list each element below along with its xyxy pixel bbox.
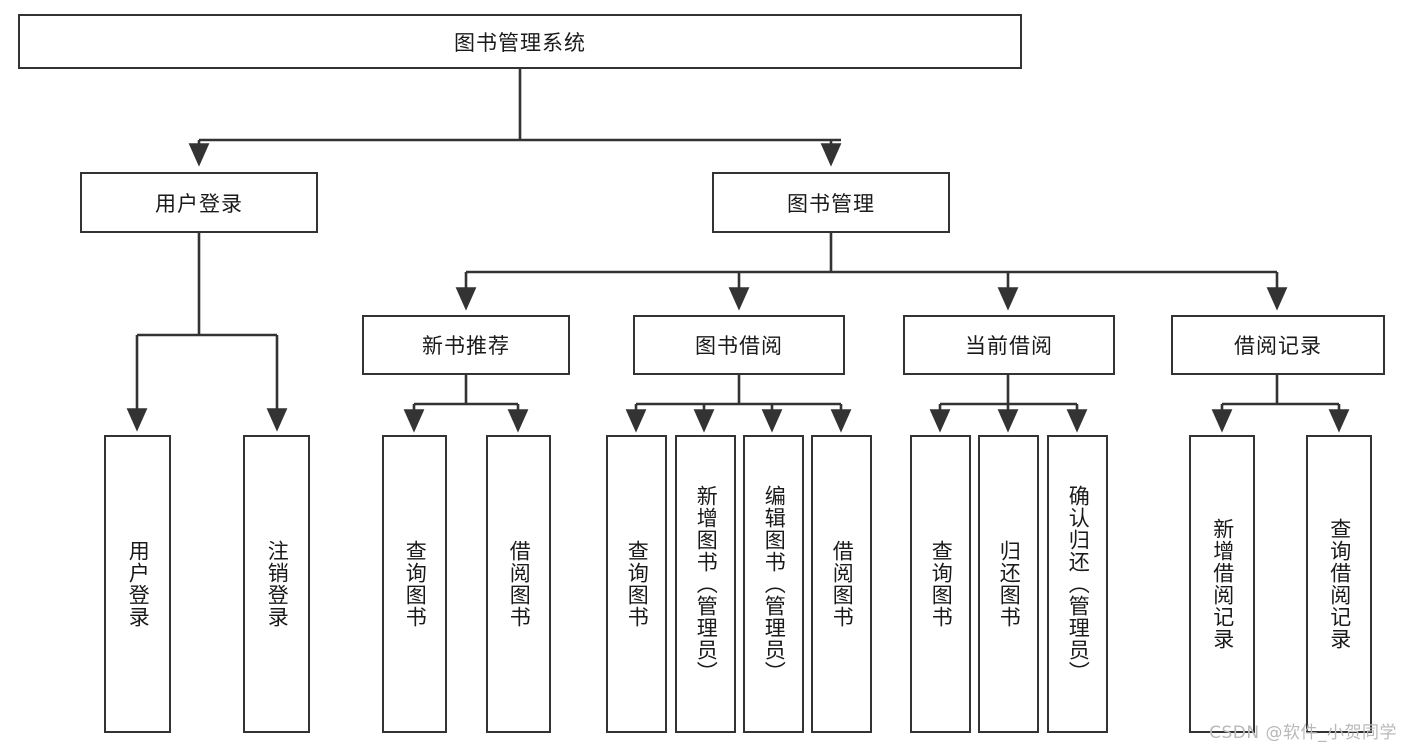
node-leaf-borrow-book-2[interactable]: 借阅图书 bbox=[811, 435, 872, 733]
node-leaf-add-record-label: 新增借阅记录 bbox=[1210, 518, 1235, 650]
node-root-label: 图书管理系统 bbox=[454, 30, 586, 55]
node-leaf-borrow-book-2-label: 借阅图书 bbox=[830, 540, 855, 628]
node-borrow-record[interactable]: 借阅记录 bbox=[1171, 315, 1385, 375]
node-book-manage-label: 图书管理 bbox=[787, 191, 875, 216]
node-leaf-logout[interactable]: 注销登录 bbox=[243, 435, 310, 733]
node-book-borrow[interactable]: 图书借阅 bbox=[633, 315, 845, 375]
node-leaf-edit-book-label: 编辑图书（管理员） bbox=[762, 485, 787, 683]
node-leaf-return-book-label: 归还图书 bbox=[997, 540, 1022, 628]
node-leaf-return-book[interactable]: 归还图书 bbox=[978, 435, 1039, 733]
node-leaf-add-book[interactable]: 新增图书（管理员） bbox=[675, 435, 736, 733]
node-borrow-record-label: 借阅记录 bbox=[1234, 334, 1322, 358]
node-leaf-borrow-book-1[interactable]: 借阅图书 bbox=[486, 435, 551, 733]
node-leaf-user-login-label: 用户登录 bbox=[126, 540, 151, 628]
node-leaf-query-book-2-label: 查询图书 bbox=[625, 540, 650, 628]
node-leaf-add-record[interactable]: 新增借阅记录 bbox=[1189, 435, 1255, 733]
csdn-watermark: CSDN @软件_小贺同学 bbox=[1209, 723, 1397, 743]
node-root[interactable]: 图书管理系统 bbox=[18, 14, 1022, 69]
node-leaf-edit-book[interactable]: 编辑图书（管理员） bbox=[743, 435, 804, 733]
node-leaf-borrow-book-1-label: 借阅图书 bbox=[507, 540, 532, 628]
node-leaf-add-book-label: 新增图书（管理员） bbox=[694, 485, 719, 683]
node-leaf-confirm-return-label: 确认归还（管理员） bbox=[1066, 485, 1091, 683]
node-leaf-query-book-3-label: 查询图书 bbox=[929, 540, 954, 628]
node-leaf-query-book-3[interactable]: 查询图书 bbox=[910, 435, 971, 733]
node-user-login-label: 用户登录 bbox=[155, 191, 243, 216]
node-current-borrow[interactable]: 当前借阅 bbox=[903, 315, 1115, 375]
node-leaf-query-record[interactable]: 查询借阅记录 bbox=[1306, 435, 1372, 733]
node-user-login[interactable]: 用户登录 bbox=[80, 172, 318, 233]
node-leaf-confirm-return[interactable]: 确认归还（管理员） bbox=[1047, 435, 1108, 733]
node-new-book-rec-label: 新书推荐 bbox=[422, 334, 510, 358]
node-new-book-rec[interactable]: 新书推荐 bbox=[362, 315, 570, 375]
node-leaf-logout-label: 注销登录 bbox=[265, 540, 290, 628]
node-book-borrow-label: 图书借阅 bbox=[695, 334, 783, 358]
node-current-borrow-label: 当前借阅 bbox=[965, 334, 1053, 358]
node-leaf-query-record-label: 查询借阅记录 bbox=[1327, 518, 1352, 650]
node-leaf-query-book-1[interactable]: 查询图书 bbox=[382, 435, 447, 733]
node-leaf-query-book-1-label: 查询图书 bbox=[403, 540, 428, 628]
node-leaf-query-book-2[interactable]: 查询图书 bbox=[606, 435, 667, 733]
node-book-manage[interactable]: 图书管理 bbox=[712, 172, 950, 233]
node-leaf-user-login[interactable]: 用户登录 bbox=[104, 435, 171, 733]
